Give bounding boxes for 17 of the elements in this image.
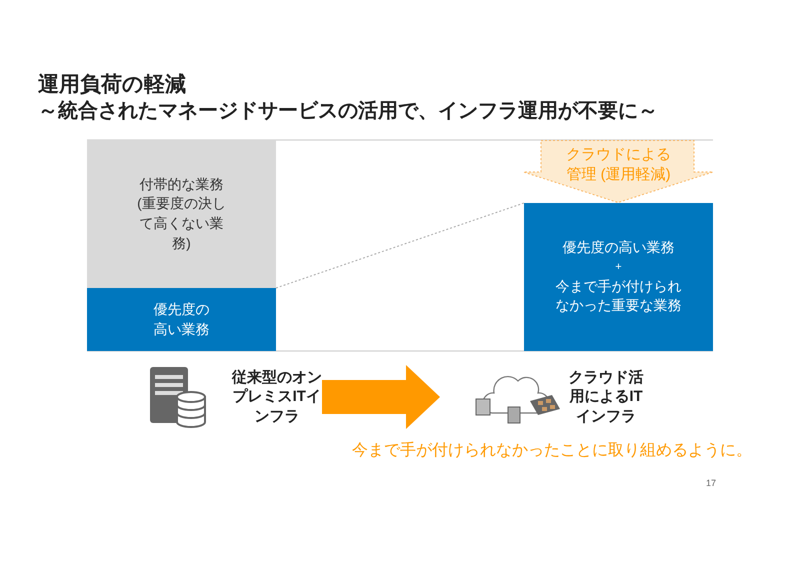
slide-title: 運用負荷の軽減 — [38, 72, 186, 98]
task-block — [87, 288, 276, 351]
task-label: + — [614, 260, 623, 274]
block-arrow — [322, 365, 440, 429]
task-label: 付帯的な業務(重要度の決して高くない業務) — [136, 174, 227, 253]
page-number: 17 — [706, 478, 716, 488]
task-label: 優先度の高い業務 — [152, 300, 210, 338]
infrastructure-label: クラウド活用によるITインフラ — [568, 368, 644, 426]
benefit-note: 今まで手が付けられなかったことに取り組めるように。 — [352, 440, 752, 461]
task-block — [87, 140, 276, 288]
task-label: 優先度の高い業務 — [562, 238, 676, 257]
task-label: 今まで手が付けられなかった重要な業務 — [554, 276, 682, 316]
arrow-label: クラウドによる管理 (運用軽減) — [565, 145, 672, 184]
slide-subtitle: ～統合されたマネージドサービスの活用で、インフラ運用が不要に～ — [38, 99, 658, 124]
infrastructure-label: 従来型のオンプレミスITインフラ — [230, 368, 323, 426]
dotted-connector — [276, 202, 524, 288]
task-block — [524, 203, 713, 351]
